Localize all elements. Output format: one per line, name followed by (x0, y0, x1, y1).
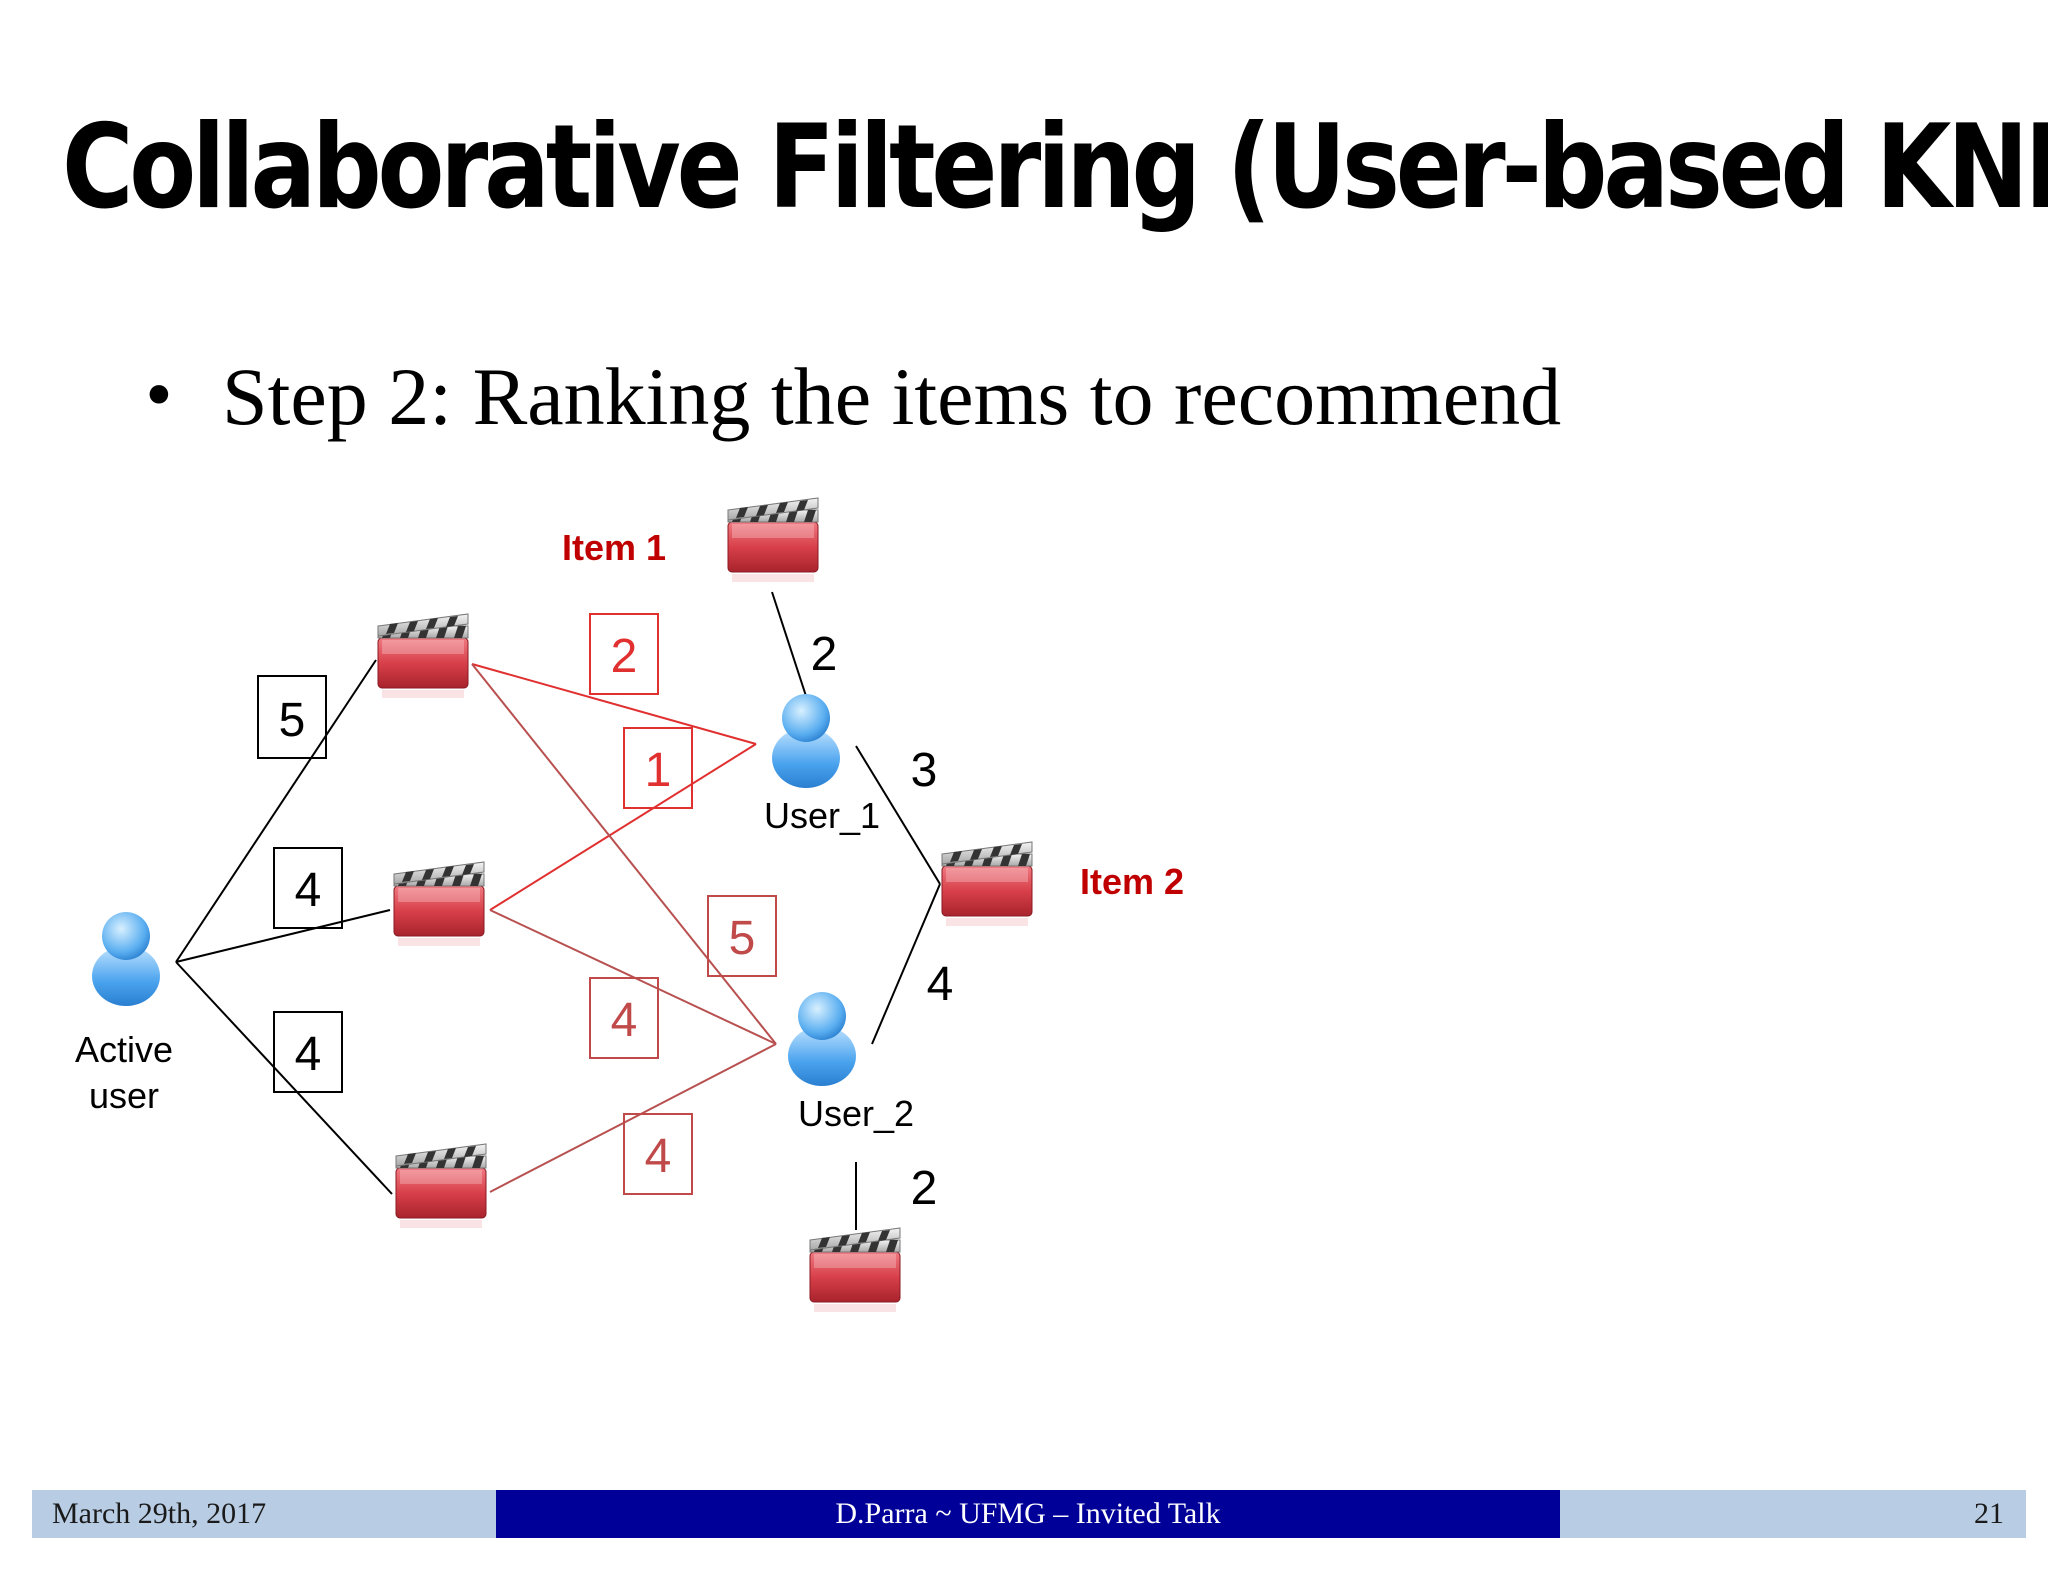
label-item1: Item 1 (562, 527, 666, 568)
slide-title: Collaborative Filtering (User-based KNN) (62, 100, 2048, 235)
rating-box-m2-user2 (589, 977, 659, 1059)
label-user1: User_1 (764, 795, 880, 836)
rating-item1-user1: 2 (811, 628, 838, 681)
label-active-line1: Active (75, 1029, 173, 1070)
user-icon-user1 (772, 694, 840, 788)
rating-active-m2: 4 (295, 864, 322, 917)
rating-box-m3-user2 (623, 1113, 693, 1195)
label-active-line2: user (89, 1075, 159, 1116)
rating-m2-user2: 4 (611, 994, 638, 1047)
rating-box-active-m1 (257, 675, 327, 759)
rating-active-m3: 4 (295, 1028, 322, 1081)
edge-active-m3 (175, 961, 393, 1195)
rating-m2-user1: 1 (645, 744, 672, 797)
user-icon-active (92, 912, 160, 1006)
edge-user1-item2 (855, 745, 941, 885)
rating-user2-item2: 4 (927, 958, 954, 1011)
rating-user2-m6: 2 (911, 1162, 938, 1215)
edge-item1-user1 (771, 591, 807, 697)
edge-m3-user2 (489, 1043, 777, 1193)
rating-m1-user2: 5 (729, 912, 756, 965)
bullet-text: Step 2: Ranking the items to recommend (222, 351, 1562, 442)
footer-center-section: D.Parra ~ UFMG – Invited Talk (496, 1490, 1560, 1538)
rating-box-m1-user2 (707, 895, 777, 977)
rating-m1-user1: 2 (611, 630, 638, 683)
footer-date-section: March 29th, 2017 (32, 1490, 496, 1538)
movie-icon-6 (809, 1227, 901, 1313)
movie-icon-1 (377, 613, 469, 699)
movie-icon-item1 (727, 497, 819, 583)
bullet-marker: • (140, 360, 178, 434)
edge-active-m1 (175, 659, 377, 963)
rating-box-active-m2 (273, 847, 343, 929)
edge-user2-item2 (871, 883, 941, 1045)
label-user2: User_2 (798, 1093, 914, 1134)
rating-box-active-m3 (273, 1011, 343, 1093)
movie-icon-3 (395, 1143, 487, 1229)
rating-active-m1: 5 (279, 694, 306, 747)
edge-active-m2 (175, 909, 391, 963)
movie-icon-item2 (941, 841, 1033, 927)
label-item2: Item 2 (1080, 861, 1184, 902)
footer-page-number: 21 (1974, 1497, 2004, 1530)
user-icon-user2 (788, 992, 856, 1086)
rating-user1-item2: 3 (911, 744, 938, 797)
edge-m1-user1 (471, 663, 757, 745)
footer-date: March 29th, 2017 (52, 1497, 267, 1530)
rating-m3-user2: 4 (645, 1130, 672, 1183)
edge-m2-user1 (489, 743, 757, 911)
slide-footer: March 29th, 2017 D.Parra ~ UFMG – Invite… (32, 1490, 2026, 1538)
rating-box-m1-user1 (589, 613, 659, 695)
footer-page-section: 21 (1560, 1490, 2026, 1538)
footer-center-text: D.Parra ~ UFMG – Invited Talk (835, 1497, 1221, 1530)
edge-m1-user2 (471, 663, 777, 1045)
movie-icon-2 (393, 861, 485, 947)
rating-box-m2-user1 (623, 727, 693, 809)
